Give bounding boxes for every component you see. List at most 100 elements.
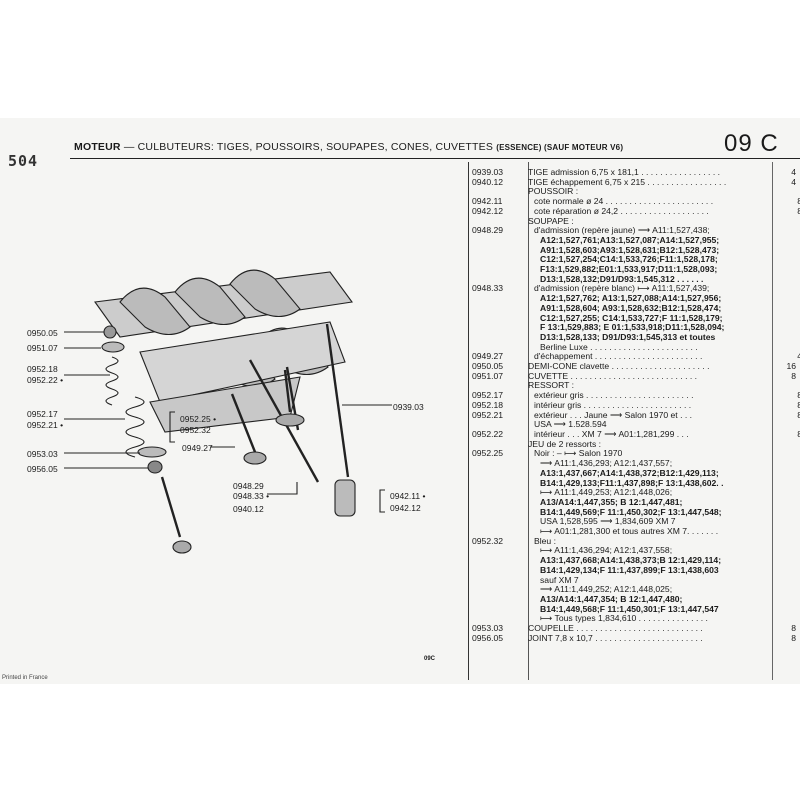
part-quantity — [784, 585, 800, 595]
part-description: USA ⟶ 1.528.594 — [534, 420, 607, 430]
part-row: B14:1,449,568;F 11:1,450,301;F 13:1,447,… — [470, 605, 798, 615]
part-row: SOUPAPE : — [470, 217, 798, 227]
part-description: A13/A14:1,447,355; B 12:1,447,481; — [540, 497, 683, 507]
part-description: A13:1,437,667;A14:1,438,372;B12:1,429,11… — [540, 468, 719, 478]
part-quantity: 8 — [791, 370, 796, 381]
rocker-arm-3 — [229, 269, 301, 318]
part-row: ⟼ A01:1,281,300 et tous autres XM 7. . .… — [470, 527, 798, 537]
part-quantity: 8 — [797, 196, 800, 207]
part-code — [470, 595, 528, 605]
footer-print: Printed in France — [2, 675, 48, 681]
part-row: JEU de 2 ressorts : — [470, 440, 798, 450]
part-row: B14:1,449,569;F 11:1,450,302;F 13:1,447,… — [470, 508, 798, 518]
part-description: USA 1,528,595 ⟶ 1,834,609 XM 7 — [540, 517, 676, 527]
part-description: POUSSOIR : — [528, 187, 579, 197]
inner-spring — [105, 356, 119, 406]
part-code — [470, 333, 528, 343]
label-0952-21: 0952.21 • — [27, 420, 64, 430]
part-row: sauf XM 7 — [470, 576, 798, 586]
part-code — [470, 585, 528, 595]
part-code — [470, 517, 528, 527]
part-description: A13:1,437,668;A14:1,438,373;B 12:1,429,1… — [540, 556, 722, 566]
part-quantity — [784, 294, 800, 304]
part-code: 0939.03 — [472, 167, 504, 177]
part-quantity — [772, 440, 798, 450]
part-code — [470, 469, 528, 479]
title-bold: MOTEUR — [74, 141, 121, 153]
footer-code: 09C — [424, 656, 436, 662]
part-description: Bleu : — [534, 536, 556, 546]
part-quantity: 8 — [797, 399, 800, 410]
part-row: 0952.18 intérieur gris . . . . . . . . . … — [470, 399, 800, 411]
part-code — [470, 576, 528, 586]
label-0940-12: 0940.12 — [233, 504, 264, 514]
part-quantity — [784, 556, 800, 566]
part-code: 0952.25 — [472, 448, 504, 459]
part-code — [470, 294, 528, 304]
part-quantity — [784, 469, 800, 479]
part-description: CUVETTE . . . . . . . . . . . . . . . . … — [528, 371, 698, 381]
header-rule — [70, 158, 800, 159]
part-description: D13:1,528,133; D91/D93:1,545,313 et tout… — [540, 332, 716, 342]
part-description: D13:1,528,132;D91/D93:1,545,312 . . . . … — [540, 274, 704, 284]
part-quantity: 4 — [791, 167, 796, 177]
tappet — [334, 479, 356, 517]
part-description: TIGE admission 6,75 x 181,1 . . . . . . … — [528, 168, 720, 177]
part-code: 0952.18 — [472, 399, 504, 410]
part-code: 0948.29 — [472, 225, 504, 236]
part-quantity — [784, 488, 800, 498]
qty-column-divider — [772, 162, 773, 680]
part-quantity — [778, 537, 800, 547]
part-description: ⟶ A11:1,436,293; A12:1,437,557; — [540, 459, 673, 469]
label-0948-29: 0948.29 — [233, 481, 264, 491]
intake-valve-stem — [283, 369, 292, 413]
exploded-diagram — [64, 269, 392, 554]
part-row: Berline Luxe . . . . . . . . . . . . . .… — [470, 343, 798, 353]
part-description: COUPELLE . . . . . . . . . . . . . . . .… — [528, 624, 703, 634]
part-code: 0951.07 — [472, 370, 504, 381]
label-0950-05: 0950.05 — [27, 328, 58, 338]
part-quantity: 4 — [791, 176, 796, 187]
part-row: USA ⟶ 1.528.594 — [470, 420, 798, 430]
part-description: A91:1,528,604; A93:1,528,632;B12:1,528,4… — [540, 303, 722, 313]
part-description: DEMI-CONE clavette . . . . . . . . . . .… — [528, 362, 710, 372]
part-row: USA 1,528,595 ⟶ 1,834,609 XM 7 — [470, 517, 798, 527]
label-0939-03: 0939.03 — [393, 402, 424, 412]
part-code: 0952.21 — [472, 409, 504, 420]
part-code — [470, 255, 528, 265]
part-description: TIGE échappement 6,75 x 215 . . . . . . … — [528, 177, 727, 187]
part-description: F13:1,529,882;E01:1,533,917;D11:1,528,09… — [540, 265, 718, 275]
exhaust-valve-stem — [230, 393, 257, 453]
part-code — [470, 265, 528, 275]
part-row: D13:1,528,133; D91/D93:1,545,313 et tout… — [470, 333, 798, 343]
part-description: ⟼ A01:1,281,300 et tous autres XM 7. . .… — [540, 527, 719, 537]
part-row: POUSSOIR : — [470, 187, 798, 197]
part-quantity — [784, 566, 800, 576]
part-description: A12:1,527,761;A13:1,527,087;A14:1,527,95… — [540, 235, 720, 245]
valve-stem — [160, 476, 182, 538]
part-row: A13:1,437,667;A14:1,438,372;B12:1,429,11… — [470, 469, 798, 479]
part-code — [470, 498, 528, 508]
part-description: intérieur gris . . . . . . . . . . . . .… — [534, 400, 692, 410]
part-code: 0948.33 — [472, 283, 504, 294]
part-description: C12:1,527,255; C14:1,533,727;F 11:1,528,… — [540, 313, 723, 323]
title-small-2: (SAUF MOTEUR V6) — [541, 143, 624, 152]
label-0952-17: 0952.17 — [27, 409, 58, 419]
part-row: C12:1,527,255; C14:1,533,727;F 11:1,528,… — [470, 314, 798, 324]
part-code — [470, 236, 528, 246]
part-code: 0950.05 — [472, 361, 504, 372]
part-row: A91:1,528,604; A93:1,528,632;B12:1,528,4… — [470, 304, 798, 314]
part-quantity — [778, 449, 800, 459]
rocker-arm-2 — [174, 277, 246, 326]
part-row: A13/A14:1,447,354; B 12:1,447,480; — [470, 595, 798, 605]
part-quantity — [784, 605, 800, 615]
part-quantity — [784, 546, 800, 556]
part-row: A12:1,527,761;A13:1,527,087;A14:1,527,95… — [470, 236, 798, 246]
part-row: A13/A14:1,447,355; B 12:1,447,481; — [470, 498, 798, 508]
label-0948-33: 0948.33 • — [233, 491, 270, 501]
part-quantity: 8 — [791, 623, 796, 634]
